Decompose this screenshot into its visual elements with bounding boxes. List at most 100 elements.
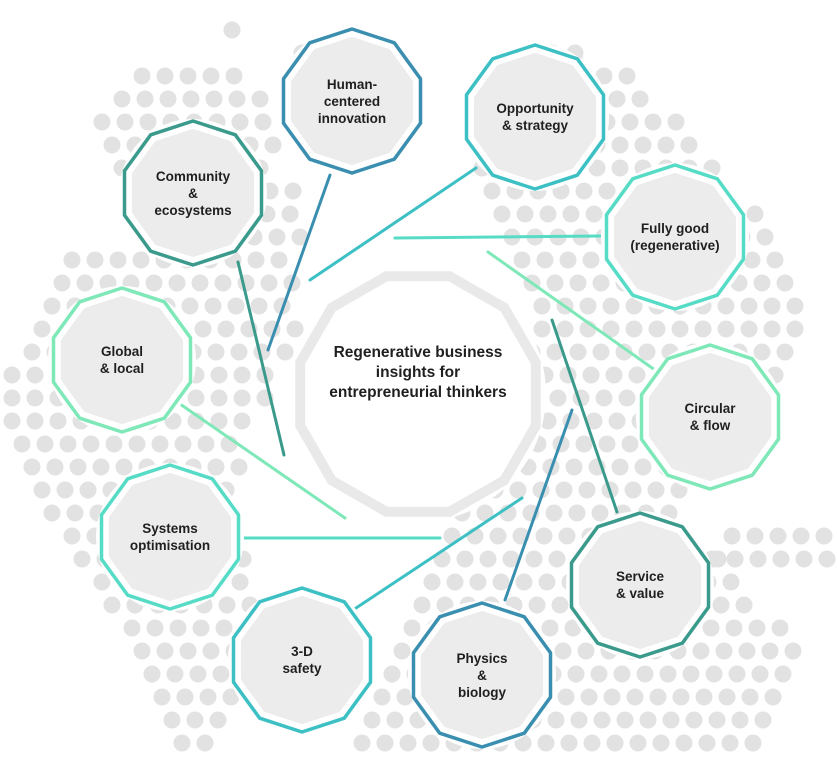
map-dot <box>403 619 421 637</box>
map-dot <box>583 734 601 752</box>
map-dot <box>69 458 87 476</box>
map-dot <box>469 573 487 591</box>
map-dot <box>611 136 629 154</box>
map-dot <box>754 711 772 729</box>
map-dot <box>79 481 97 499</box>
map-dot <box>740 320 758 338</box>
map-dot <box>591 504 609 522</box>
map-dot <box>615 343 633 361</box>
map-dot <box>284 182 302 200</box>
map-dot <box>557 688 575 706</box>
map-dot <box>264 136 282 154</box>
map-dot <box>575 182 593 200</box>
map-dot <box>603 688 621 706</box>
map-dot <box>231 573 249 591</box>
map-dot <box>625 320 643 338</box>
map-dot <box>738 642 756 660</box>
map-dot <box>210 389 228 407</box>
map-dot <box>726 550 744 568</box>
map-dot <box>49 412 67 430</box>
map-dot <box>515 573 533 591</box>
map-dot <box>582 366 600 384</box>
map-dot <box>667 113 685 131</box>
map-dot <box>753 274 771 292</box>
map-dot <box>433 550 451 568</box>
map-dot <box>151 435 169 453</box>
map-dot <box>605 366 623 384</box>
map-dot <box>145 274 163 292</box>
map-dot <box>539 205 557 223</box>
map-dot <box>631 90 649 108</box>
map-dot <box>588 159 606 177</box>
map-dot <box>551 596 569 614</box>
map-dot <box>233 366 251 384</box>
map-dot <box>634 136 652 154</box>
map-dot <box>621 113 639 131</box>
map-dot <box>36 435 54 453</box>
map-dot <box>771 619 789 637</box>
map-dot <box>547 711 565 729</box>
map-dot <box>43 504 61 522</box>
map-dot <box>786 320 804 338</box>
map-dot <box>26 366 44 384</box>
connector-community-ecosystems <box>236 260 286 457</box>
map-dot <box>156 67 174 85</box>
map-dot <box>749 550 767 568</box>
connectors <box>178 166 657 610</box>
map-dot <box>228 90 246 108</box>
map-dot <box>616 711 634 729</box>
map-dot <box>103 136 121 154</box>
node-fill <box>578 521 702 649</box>
map-dot <box>233 412 251 430</box>
map-dot <box>590 665 608 683</box>
map-dot <box>695 688 713 706</box>
connector-opportunity-strategy <box>308 166 478 282</box>
map-dot <box>598 435 616 453</box>
map-dot <box>578 481 596 499</box>
map-dot <box>173 734 191 752</box>
map-dot <box>776 274 794 292</box>
map-dot <box>648 320 666 338</box>
map-dot <box>82 435 100 453</box>
map-dot <box>59 435 77 453</box>
map-dot <box>774 665 792 683</box>
map-dot <box>756 228 774 246</box>
map-dot <box>153 688 171 706</box>
map-dot <box>251 90 269 108</box>
map-dot <box>761 642 779 660</box>
map-dot <box>639 711 657 729</box>
map-dot <box>260 274 278 292</box>
map-dot <box>479 550 497 568</box>
map-dot <box>682 665 700 683</box>
map-dot <box>546 274 564 292</box>
map-dot <box>722 573 740 591</box>
map-dot <box>546 343 564 361</box>
map-dot <box>731 711 749 729</box>
center-label: Regenerative business insights for entre… <box>329 344 507 401</box>
map-dot <box>602 320 620 338</box>
map-dot <box>103 596 121 614</box>
map-dot <box>715 642 733 660</box>
map-dot <box>281 205 299 223</box>
connector-physics-biology <box>503 408 574 602</box>
map-dot <box>227 297 245 315</box>
map-dot <box>115 458 133 476</box>
map-dot <box>818 550 836 568</box>
map-dot <box>191 274 209 292</box>
map-dot <box>202 67 220 85</box>
map-dot <box>585 205 603 223</box>
map-dot <box>422 734 440 752</box>
map-dot <box>399 734 417 752</box>
map-dot <box>168 274 186 292</box>
map-dot <box>396 688 414 706</box>
map-dot <box>225 67 243 85</box>
map-dot <box>525 550 543 568</box>
map-dot <box>680 136 698 154</box>
node-fill <box>420 611 544 739</box>
map-dot <box>492 573 510 591</box>
map-dot <box>595 67 613 85</box>
map-dot <box>210 412 228 430</box>
map-dot <box>169 619 187 637</box>
map-dot <box>548 550 566 568</box>
map-dot <box>73 550 91 568</box>
